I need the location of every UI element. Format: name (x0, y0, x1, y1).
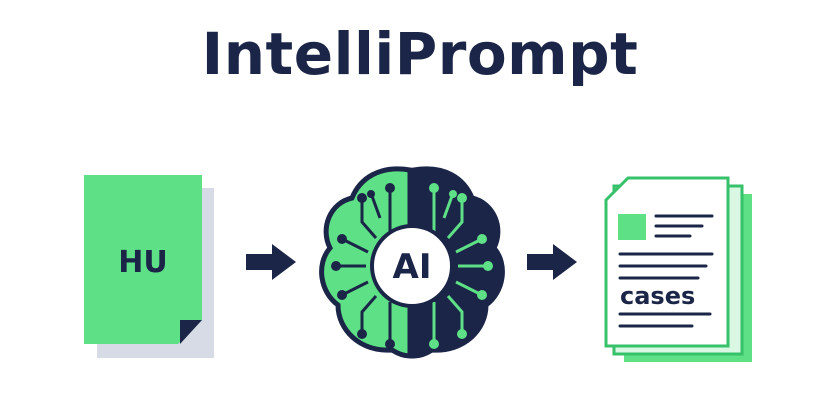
report-thumbnail (618, 214, 646, 240)
ai-center-disc (370, 224, 454, 308)
arrow-head (272, 244, 296, 280)
input-doc-label: HU (118, 245, 167, 280)
output-doc-label: cases (620, 282, 695, 310)
page-title: IntelliPrompt (201, 20, 639, 88)
brain-right-hemisphere (411, 166, 505, 359)
arrow-head (553, 244, 577, 280)
brain-circuit-icon: AI (319, 166, 505, 359)
report-front-sheet (604, 176, 730, 348)
right-circuit-nodes (429, 183, 493, 349)
arrow-shaft (527, 254, 555, 270)
arrow-right-icon (527, 244, 577, 280)
document-page (84, 175, 202, 344)
brain-label: AI (393, 247, 432, 287)
left-circuit-traces (338, 190, 392, 342)
left-circuit-nodes (331, 183, 395, 349)
arrow-right-icon (246, 244, 296, 280)
document-fold (180, 320, 202, 344)
report-text-lines (618, 214, 714, 328)
report-stack-icon: cases (604, 176, 752, 362)
right-circuit-traces (432, 190, 486, 342)
document-icon: HU (84, 175, 214, 358)
brain-left-hemisphere (319, 166, 413, 359)
arrow-shaft (246, 254, 274, 270)
